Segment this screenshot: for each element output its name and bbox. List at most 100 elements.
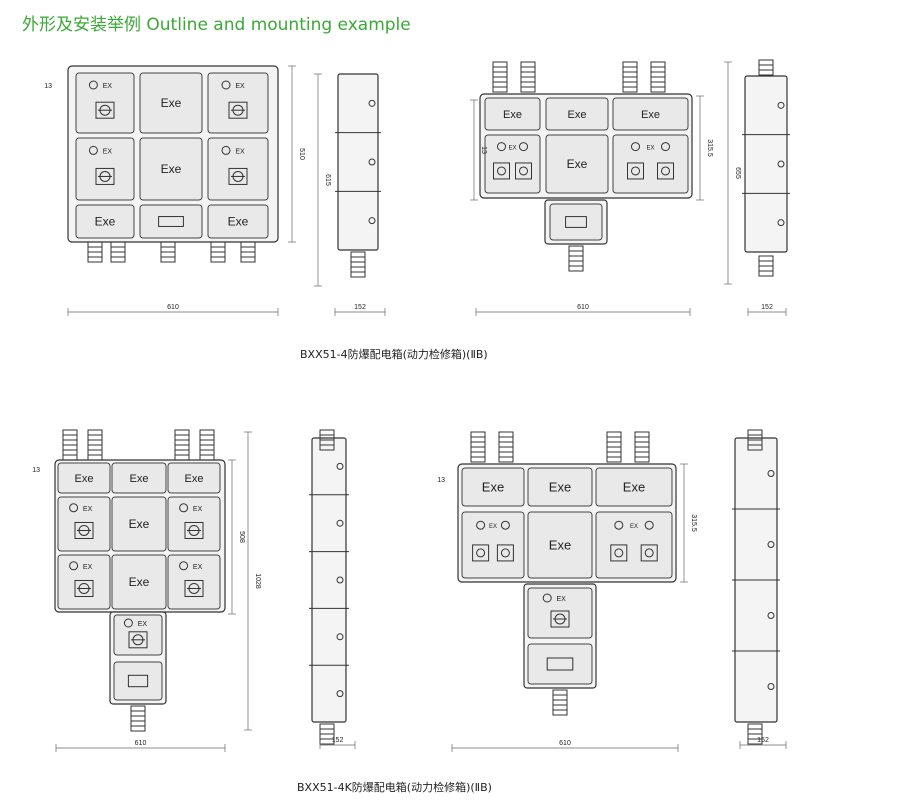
cable-gland [319, 444, 335, 451]
cable-gland [758, 64, 774, 71]
exe-label: Exe [549, 538, 571, 553]
dim-152-c-label: 152 [332, 737, 344, 744]
dim-655-label: 655 [734, 167, 741, 179]
dim-13-a: 13 [44, 83, 52, 90]
cable-gland [520, 86, 536, 93]
dim-610-a-label: 610 [167, 304, 179, 311]
rotary-switch [472, 544, 490, 562]
exe-label: Exe [129, 517, 150, 531]
cable-gland [87, 429, 103, 436]
exe-cell [545, 134, 609, 194]
cable-gland [174, 444, 190, 451]
knob-icon [767, 612, 775, 619]
exe-cell [484, 97, 541, 131]
indicator-lamp-icon [519, 142, 528, 152]
cable-gland [87, 454, 103, 461]
cable-gland [160, 246, 176, 253]
cable-gland [210, 251, 226, 258]
cable-gland [634, 446, 650, 453]
knob-icon [336, 576, 344, 584]
cable-gland [747, 429, 763, 436]
cable-gland [606, 451, 622, 458]
cable-gland [87, 256, 103, 263]
exe-label: Exe [503, 109, 522, 121]
exe-cell [461, 467, 525, 507]
cable-gland [622, 76, 638, 83]
cable-gland [747, 444, 763, 451]
cable-gland [634, 456, 650, 463]
cable-gland [62, 444, 78, 451]
cable-gland [174, 434, 190, 441]
exe-label: Exe [568, 109, 587, 121]
rotary-switch [128, 631, 148, 649]
indicator-lamp-icon [123, 618, 133, 628]
cable-gland [498, 446, 514, 453]
exe-label: Exe [130, 473, 149, 485]
rotary-switch [657, 162, 674, 180]
rotary-switch [95, 167, 115, 185]
cable-gland [470, 451, 486, 458]
dim-152-a-label: 152 [354, 304, 366, 311]
cable-gland [470, 436, 486, 443]
exe-label: Exe [482, 480, 504, 495]
exe-cell [75, 204, 135, 239]
cable-gland [520, 81, 536, 88]
switch-knob-icon [631, 166, 640, 176]
ex-mark: EX [630, 524, 638, 530]
dim-13-d: 13 [437, 477, 445, 484]
indicator-lamp-icon [542, 593, 552, 603]
cable-gland [650, 61, 666, 68]
cable-gland [650, 86, 666, 93]
exe-label: Exe [567, 157, 588, 171]
switch-cell [75, 72, 135, 134]
cable-gland [350, 251, 366, 258]
cable-gland [110, 246, 126, 253]
cable-gland [350, 266, 366, 273]
dim-510-label: 510 [298, 148, 305, 160]
switch-knob-icon [614, 548, 624, 558]
ex-mark: EX [235, 83, 245, 90]
cable-gland [199, 454, 215, 461]
cable-gland [634, 441, 650, 448]
cable-gland [622, 71, 638, 78]
rotary-switch [74, 521, 94, 539]
rotary-switch [228, 101, 248, 119]
ex-mark: EX [193, 564, 203, 571]
cable-gland [87, 251, 103, 258]
cable-gland [110, 256, 126, 263]
meter-window [546, 657, 574, 671]
exe-cell [545, 97, 609, 131]
knob-icon [777, 219, 785, 227]
switch-cell [207, 72, 269, 134]
cable-gland [758, 59, 774, 66]
dim-13-b-hidden-label: 13 [480, 146, 487, 154]
cable-gland [199, 449, 215, 456]
cable-gland [634, 431, 650, 438]
side-view-a [337, 73, 379, 251]
cable-gland [350, 261, 366, 268]
indicator-lamp-icon [69, 561, 79, 571]
cable-gland [606, 456, 622, 463]
cable-gland [747, 723, 763, 730]
cable-gland [199, 444, 215, 451]
cable-gland [498, 456, 514, 463]
cable-gland [470, 441, 486, 448]
cable-gland [240, 241, 256, 248]
exe-label: Exe [185, 473, 204, 485]
knob-icon [336, 633, 344, 641]
cable-gland [606, 446, 622, 453]
cable-gland [552, 689, 568, 696]
indicator-lamp-icon [221, 145, 231, 155]
side-view-c [311, 437, 347, 723]
cable-gland [174, 429, 190, 436]
cable-gland [174, 439, 190, 446]
ex-mark: EX [489, 524, 497, 530]
meter-window [158, 216, 184, 227]
knob-icon [336, 462, 344, 470]
rotary-switch [184, 521, 204, 539]
cable-gland [520, 76, 536, 83]
dim-315-b-label: 315.5 [690, 514, 697, 532]
cable-gland [350, 271, 366, 278]
cable-gland [634, 436, 650, 443]
switch-knob-icon [519, 166, 528, 176]
